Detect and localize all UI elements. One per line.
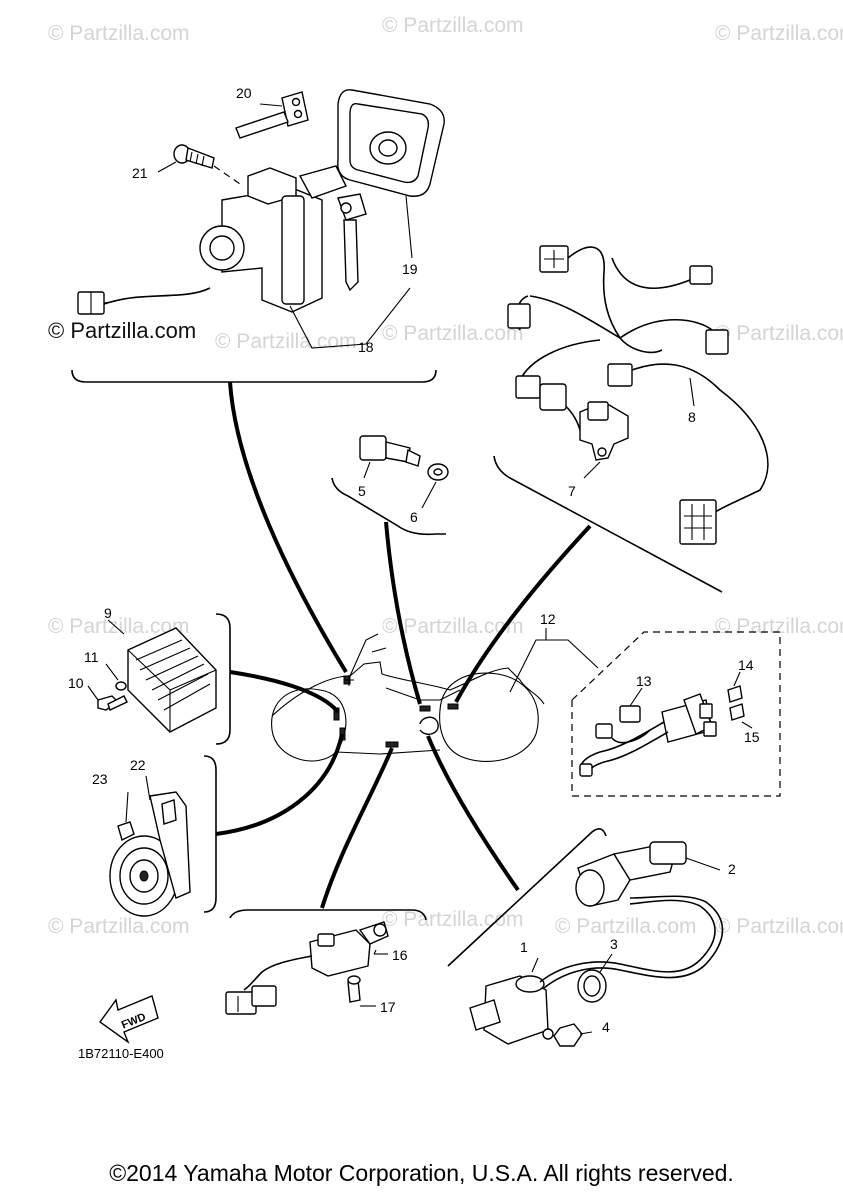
watermark: © Partzilla.com (382, 908, 524, 931)
watermark: © Partzilla.com (382, 615, 524, 638)
callout-23: 23 (92, 771, 108, 787)
callout-4: 4 (602, 1019, 610, 1035)
diagram-code: 1B72110-E400 (78, 1046, 164, 1061)
main-switch-group (71, 89, 445, 383)
watermark: © Partzilla.com (382, 14, 524, 37)
motorcycle-silhouette (271, 628, 599, 763)
callout-15: 15 (744, 729, 760, 745)
watermark: © Partzilla.com (48, 615, 190, 638)
watermark: © Partzilla.com (555, 915, 697, 938)
callout-12: 12 (540, 611, 556, 627)
watermark: © Partzilla.com (715, 615, 843, 638)
sensor-group (331, 435, 449, 536)
rectifier-group (87, 613, 231, 745)
horn-group (109, 755, 217, 917)
callout-5: 5 (358, 483, 366, 499)
sidestand-switch-group (225, 909, 427, 1015)
callout-17: 17 (380, 999, 396, 1015)
callout-7: 7 (568, 483, 576, 499)
watermark: © Partzilla.com (715, 915, 843, 938)
callout-21: 21 (132, 165, 148, 181)
callout-11: 11 (84, 649, 99, 665)
watermark: © Partzilla.com (715, 322, 843, 345)
callout-1: 1 (520, 939, 528, 955)
watermark: © Partzilla.com (715, 22, 843, 45)
callout-18: 18 (358, 339, 374, 355)
callout-16: 16 (392, 947, 408, 963)
callout-8: 8 (688, 409, 696, 425)
callout-6: 6 (410, 509, 418, 525)
connector-curves (215, 381, 592, 909)
callout-20: 20 (236, 85, 252, 101)
copyright-notice: ©2014 Yamaha Motor Corporation, U.S.A. A… (109, 1160, 734, 1186)
fuse-harness-group (571, 631, 781, 797)
callout-14: 14 (738, 657, 754, 673)
callout-2: 2 (728, 861, 736, 877)
watermark: © Partzilla.com (382, 322, 524, 345)
callout-13: 13 (636, 673, 652, 689)
callout-3: 3 (610, 936, 618, 952)
fwd-arrow-icon (99, 995, 159, 1044)
ignition-coil-group (447, 828, 724, 1047)
watermark: © Partzilla.com (48, 915, 190, 938)
callout-10: 10 (68, 675, 84, 691)
callout-22: 22 (130, 757, 146, 773)
callout-9: 9 (104, 605, 112, 621)
watermark-main: © Partzilla.com (48, 318, 197, 343)
wire-harness-group (493, 245, 769, 593)
watermark: © Partzilla.com (48, 22, 190, 45)
callout-19: 19 (402, 261, 418, 277)
